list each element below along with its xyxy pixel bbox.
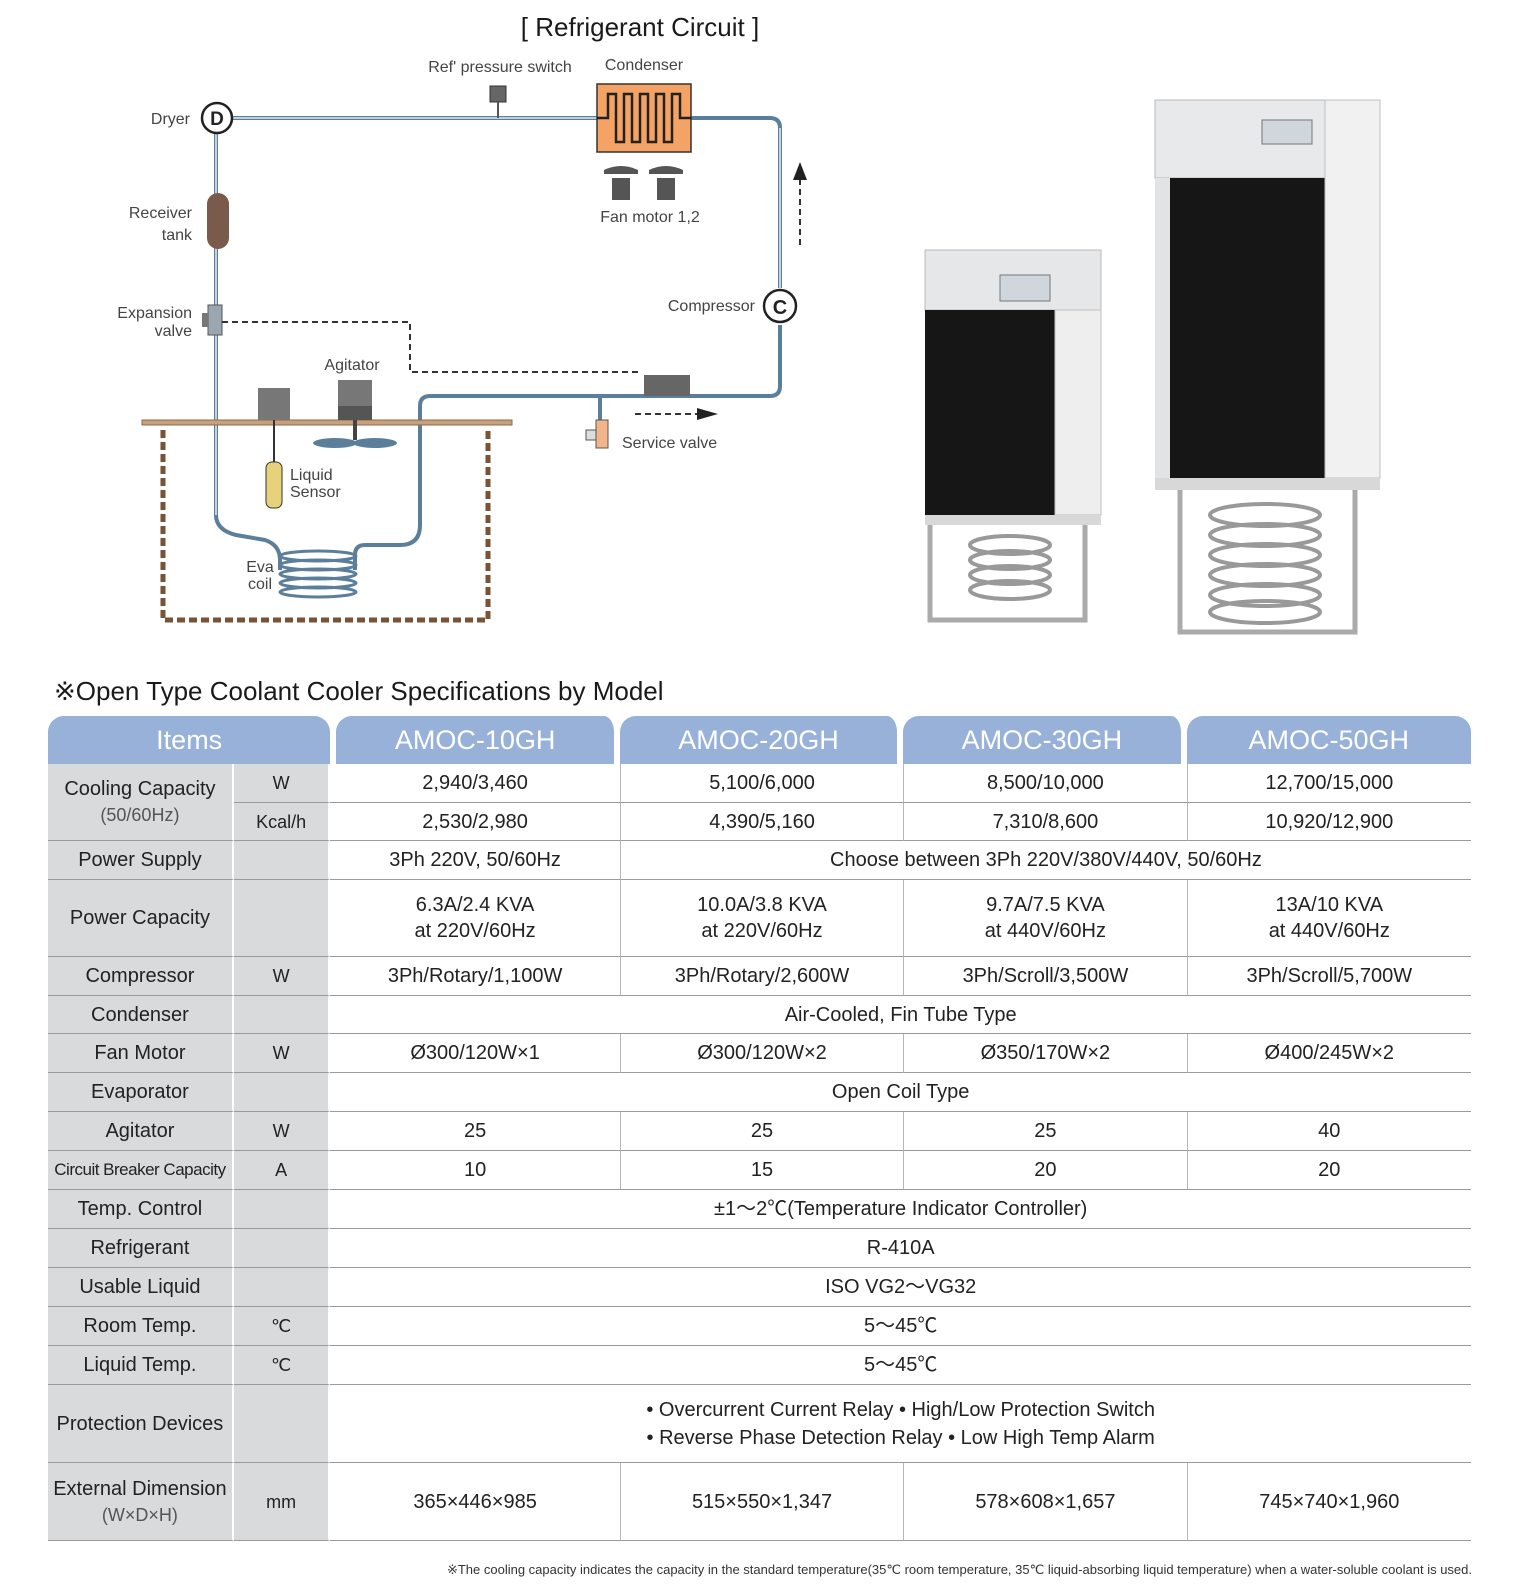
service-valve-label: Service valve xyxy=(622,435,717,452)
table-row: Cooling Capacity(50/60Hz) W 2,940/3,460 … xyxy=(48,764,1471,841)
svg-text:D: D xyxy=(210,109,224,130)
table-row: Circuit Breaker Capacity A 10 15 20 20 xyxy=(48,1151,1471,1190)
condenser-label: Condenser xyxy=(605,57,684,74)
dryer-label: Dryer xyxy=(151,111,191,128)
liquid-sensor-label-2: Sensor xyxy=(290,484,341,501)
liquid-sensor-label-1: Liquid xyxy=(290,467,333,484)
expansion-label-1: Expansion xyxy=(117,305,192,322)
header-row: Items AMOC-10GH AMOC-20GH AMOC-30GH AMOC… xyxy=(48,716,1471,764)
fan-motor-label: Fan motor 1,2 xyxy=(600,209,700,226)
row-label-cooling: Cooling Capacity(50/60Hz) xyxy=(48,764,234,841)
compressor-label: Compressor xyxy=(668,298,756,315)
liquid-sensor-box xyxy=(258,388,290,420)
fan-motor-icons xyxy=(604,166,683,200)
table-row: Temp. Control ±1～2℃(Temperature Indicato… xyxy=(48,1190,1471,1229)
table-row: Usable Liquid ISO VG2～VG32 xyxy=(48,1268,1471,1307)
refrigerant-pipe xyxy=(214,116,782,570)
header-model-1: AMOC-10GH xyxy=(336,716,620,764)
header-model-4: AMOC-50GH xyxy=(1186,716,1471,764)
expansion-valve xyxy=(202,304,223,336)
dryer-symbol: D xyxy=(200,101,234,135)
eva-coil-label-2: coil xyxy=(248,576,272,593)
table-row: Power Supply 3Ph 220V, 50/60Hz Choose be… xyxy=(48,841,1471,880)
table-row: Compressor W 3Ph/Rotary/1,100W 3Ph/Rotar… xyxy=(48,957,1471,996)
product-photo-small xyxy=(924,249,1102,623)
spec-table: Items AMOC-10GH AMOC-20GH AMOC-30GH AMOC… xyxy=(48,716,1471,1541)
coolant-tank xyxy=(160,430,491,623)
receiver-label-2: tank xyxy=(162,227,193,244)
evaporator-coil xyxy=(278,549,358,599)
receiver-label-1: Receiver xyxy=(129,205,193,222)
refrigerant-circuit-diagram: [ Refrigerant Circuit ] D Dryer Receiver… xyxy=(117,12,1381,635)
pressure-switch xyxy=(489,85,507,103)
hot-gas-block xyxy=(644,375,690,396)
liquid-sensor xyxy=(265,461,283,509)
compressor-symbol: C xyxy=(762,288,798,324)
table-row: Agitator W 25 25 25 40 xyxy=(48,1112,1471,1151)
table-row: Protection Devices • Overcurrent Current… xyxy=(48,1385,1471,1463)
table-row: Fan Motor W Ø300/120W×1 Ø300/120W×2 Ø350… xyxy=(48,1034,1471,1073)
expansion-label-2: valve xyxy=(155,323,192,340)
table-row: Kcal/h 2,530/2,980 4,390/5,160 7,310/8,6… xyxy=(48,803,1471,841)
table-row: Condenser Air-Cooled, Fin Tube Type xyxy=(48,996,1471,1034)
condenser xyxy=(596,83,692,153)
table-row: External Dimension(W×D×H) mm 365×446×985… xyxy=(48,1463,1471,1541)
diagram-title: [ Refrigerant Circuit ] xyxy=(521,12,759,42)
footnote: ※The cooling capacity indicates the capa… xyxy=(446,1562,1472,1577)
header-model-3: AMOC-30GH xyxy=(903,716,1187,764)
service-valve xyxy=(585,419,609,449)
agitator-label: Agitator xyxy=(324,357,380,374)
product-photo-large xyxy=(1154,99,1381,635)
svg-text:C: C xyxy=(773,297,787,319)
eva-coil-label-1: Eva xyxy=(246,559,274,576)
table-row: Room Temp. ℃ 5～45℃ xyxy=(48,1307,1471,1346)
header-model-2: AMOC-20GH xyxy=(619,716,904,764)
header-items: Items xyxy=(48,716,331,764)
pressure-switch-label: Ref' pressure switch xyxy=(428,59,572,76)
receiver-tank xyxy=(207,193,229,249)
agitator xyxy=(313,380,397,448)
table-row: Refrigerant R-410A xyxy=(48,1229,1471,1268)
spec-title: ※Open Type Coolant Cooler Specifications… xyxy=(54,676,664,706)
table-row: Liquid Temp. ℃ 5～45℃ xyxy=(48,1346,1471,1385)
tank-top-plate xyxy=(141,419,513,426)
expansion-sense-line xyxy=(222,321,640,373)
table-row: Evaporator Open Coil Type xyxy=(48,1073,1471,1112)
